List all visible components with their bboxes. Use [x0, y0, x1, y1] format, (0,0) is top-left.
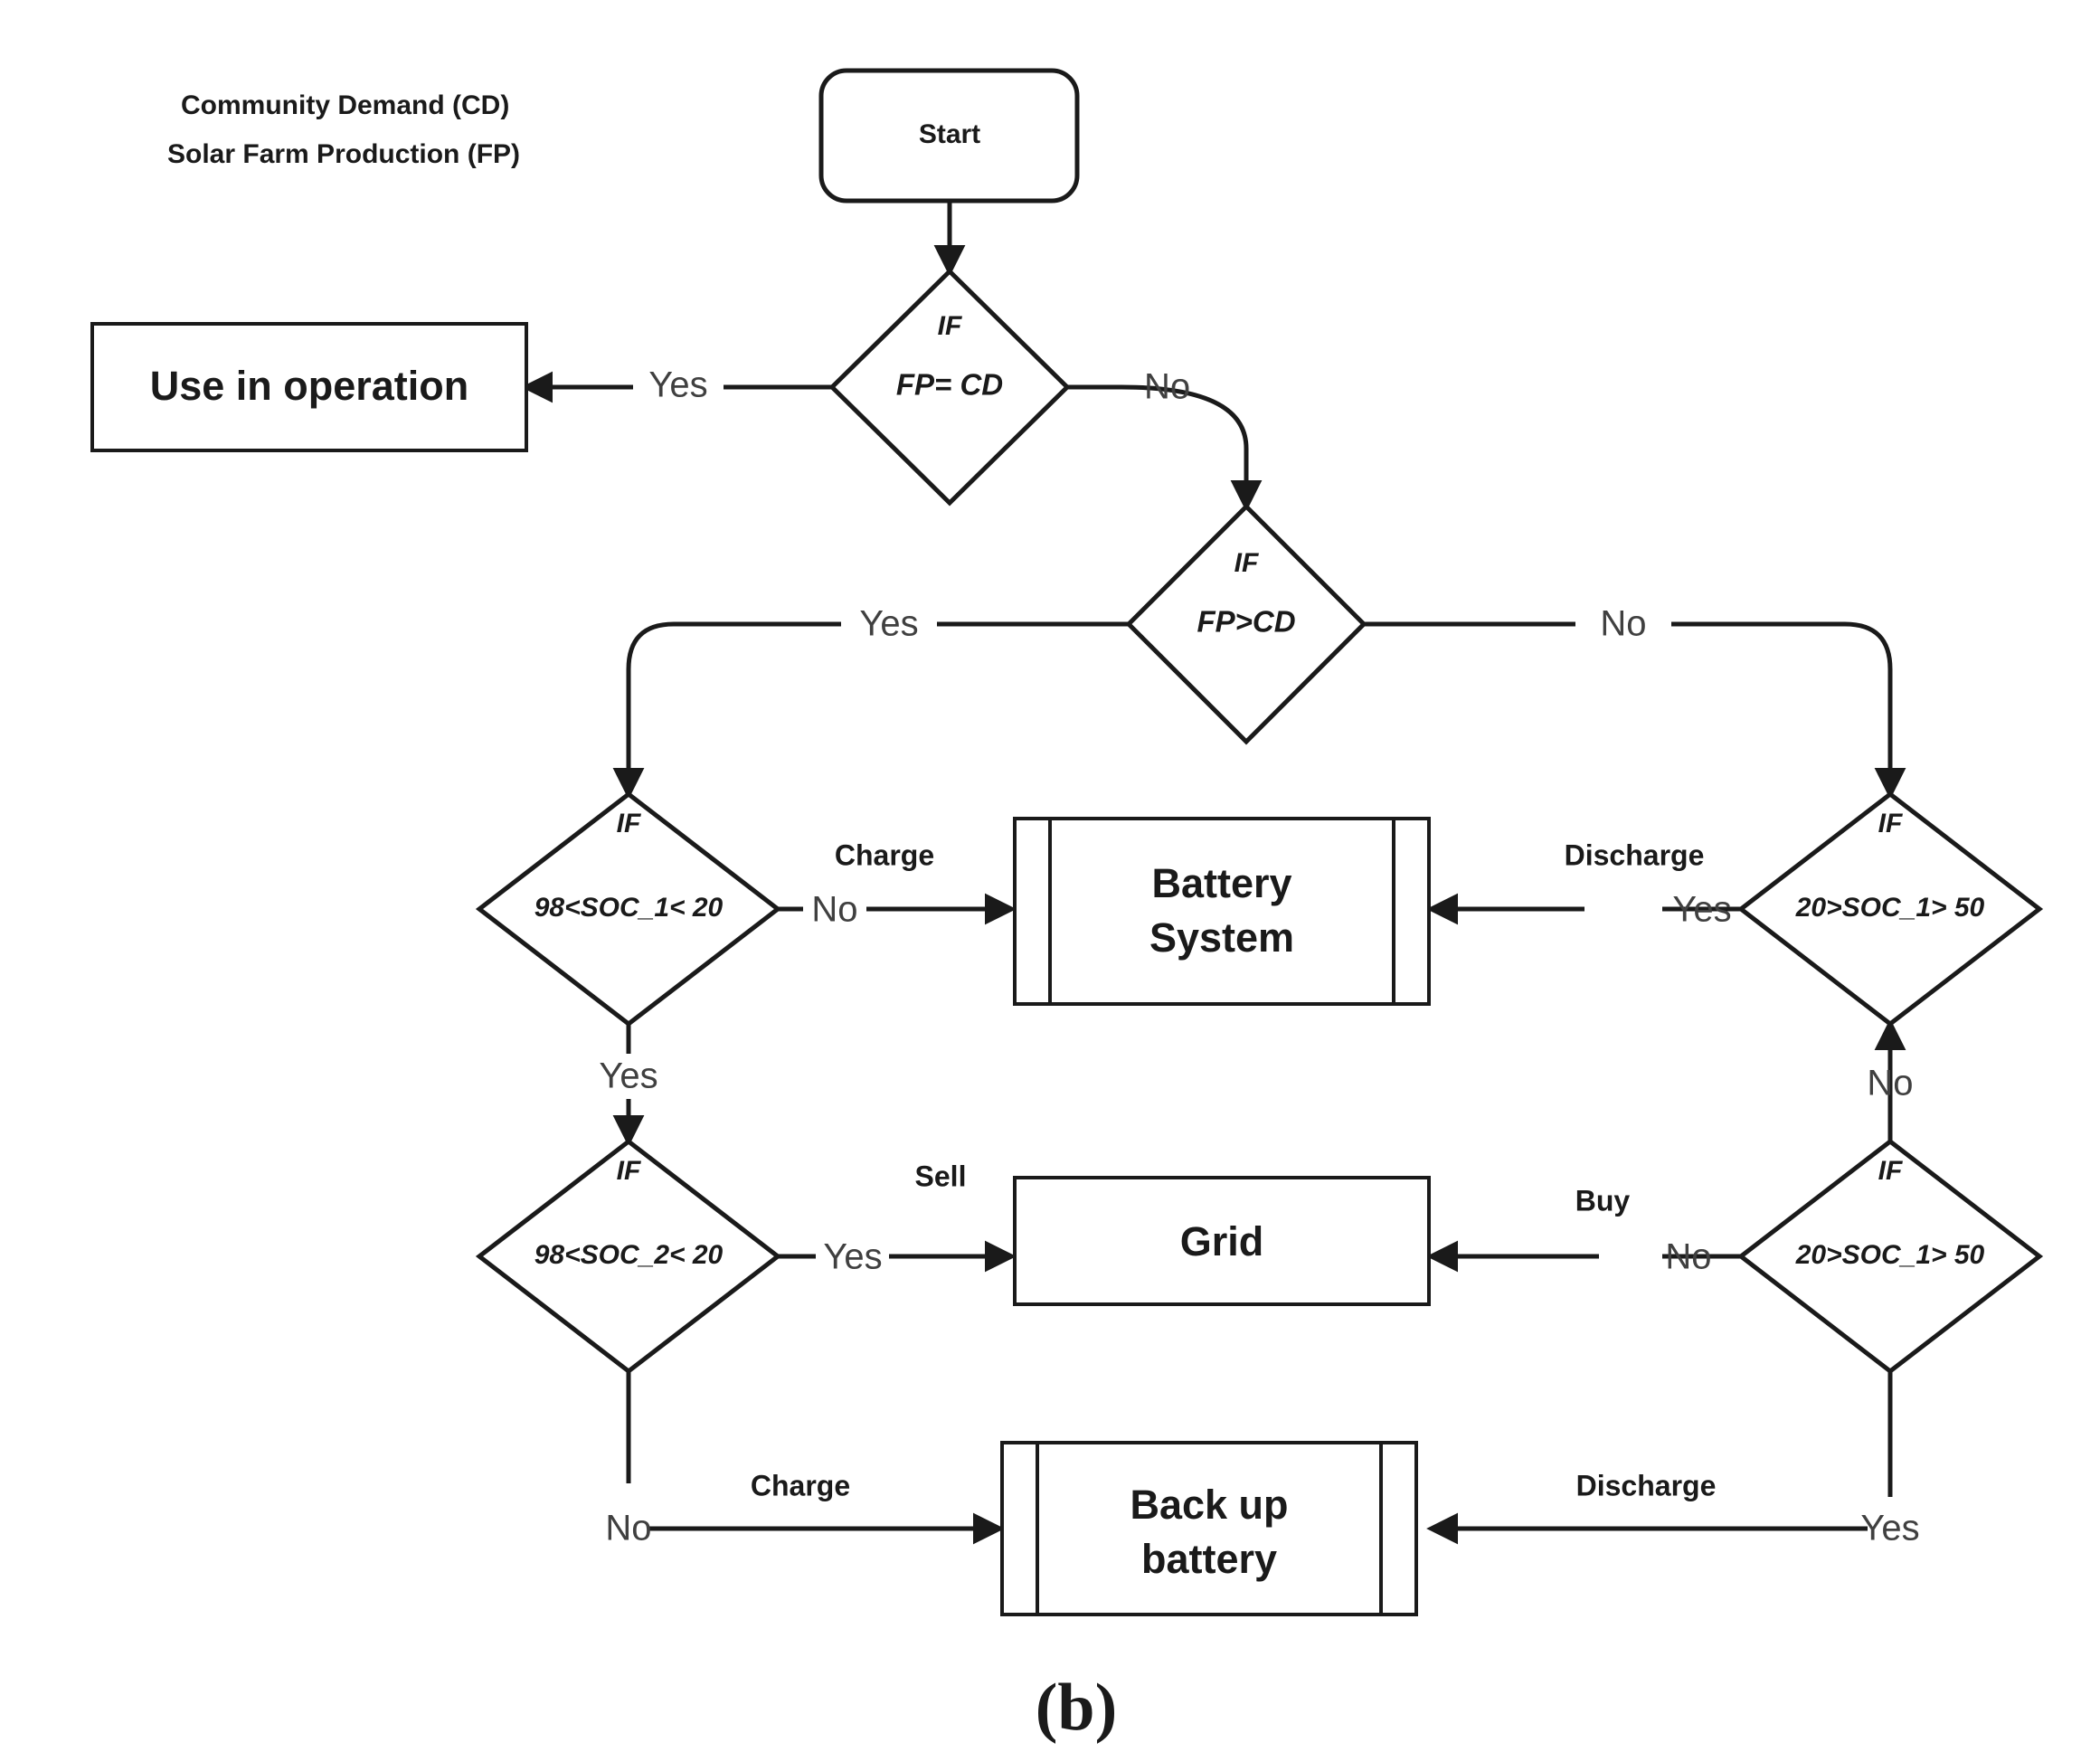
legend-line-1: Community Demand (CD): [181, 90, 509, 120]
decision-soc2-left-condition: 98<SOC_2< 20: [534, 1240, 724, 1270]
decision-soc1-right-bottom-condition: 20>SOC_1> 50: [1795, 1240, 1985, 1270]
edge-label-decision2-yes: Yes: [859, 604, 918, 644]
battery-system-label-line1: Battery: [1151, 860, 1291, 906]
decision-soc1-left-if: IF: [617, 809, 641, 838]
start-shape: [818, 68, 1080, 204]
node-backup-battery[interactable]: Back up battery: [1000, 1441, 1418, 1616]
edge-action-charge-battery: Charge: [835, 838, 934, 871]
edge-decision2-no-seg2: [1671, 621, 1906, 800]
battery-system-label-line2: System: [1149, 914, 1294, 961]
backup-battery-label-line2: battery: [1141, 1536, 1277, 1582]
use-in-operation-shape: [90, 322, 528, 452]
edge-action-discharge-battery: Discharge: [1565, 838, 1705, 871]
edge-action-discharge-backup: Discharge: [1576, 1469, 1717, 1501]
decision-soc1-right-bottom-if: IF: [1878, 1156, 1903, 1186]
node-grid[interactable]: Grid: [1013, 1176, 1431, 1306]
edge-label-soc2left-no: No: [605, 1509, 651, 1548]
decision-fp-gt-cd-shape: [1125, 503, 1367, 745]
decision-fp-eq-cd-condition: FP= CD: [896, 368, 1003, 402]
edge-label-soc1rbot-yes: Yes: [1860, 1509, 1919, 1548]
edge-label-decision1-yes: Yes: [648, 365, 707, 405]
node-decision-soc1-right-bottom[interactable]: IF 20>SOC_1> 50: [1736, 1138, 2044, 1375]
decision-soc1-right-top-condition: 20>SOC_1> 50: [1795, 893, 1985, 923]
decision-soc1-right-bottom-shape: [1736, 1138, 2044, 1375]
node-decision-fp-eq-cd[interactable]: IF FP= CD: [828, 268, 1071, 507]
edge-label-decision2-no: No: [1600, 604, 1646, 644]
edge-action-sell-grid: Sell: [915, 1160, 967, 1192]
node-battery-system[interactable]: Battery System: [1013, 817, 1431, 1006]
node-start[interactable]: Start: [818, 68, 1080, 204]
start-label: Start: [919, 119, 980, 149]
edge-decision2-yes-seg2: [612, 621, 841, 800]
edge-action-buy-grid: Buy: [1575, 1184, 1631, 1217]
node-decision-fp-gt-cd[interactable]: IF FP>CD: [1125, 503, 1367, 745]
grid-shape: [1013, 1176, 1431, 1306]
figure-caption: (b): [1036, 1671, 1117, 1745]
node-use-in-operation[interactable]: Use in operation: [90, 322, 528, 452]
use-in-operation-label: Use in operation: [150, 363, 469, 409]
edge-label-soc1rtop-yes: Yes: [1672, 890, 1731, 930]
decision-soc1-right-top-shape: [1736, 791, 2044, 1028]
edge-label-soc2left-yes: Yes: [823, 1237, 882, 1277]
decision-soc1-left-shape: [475, 791, 782, 1028]
edge-action-charge-backup: Charge: [751, 1469, 850, 1501]
decision-fp-eq-cd-shape: [828, 268, 1071, 507]
decision-soc1-right-top-if: IF: [1878, 809, 1903, 838]
node-decision-soc2-left[interactable]: IF 98<SOC_2< 20: [475, 1138, 782, 1375]
legend-line-2: Solar Farm Production (FP): [167, 139, 520, 169]
edge-label-soc1rtop-no: No: [1867, 1064, 1913, 1103]
decision-fp-eq-cd-if: IF: [938, 311, 962, 341]
edge-label-soc1left-no: No: [811, 890, 857, 930]
edge-label-decision1-no: No: [1144, 367, 1190, 407]
decision-soc2-left-shape: [475, 1138, 782, 1375]
battery-system-shape: [1013, 817, 1431, 1006]
edge-label-soc1rbot-no: No: [1665, 1237, 1711, 1277]
backup-battery-label-line1: Back up: [1130, 1482, 1288, 1528]
backup-battery-shape: [1000, 1441, 1418, 1616]
decision-soc1-left-condition: 98<SOC_1< 20: [534, 893, 724, 923]
edge-decision1-no: [1067, 384, 1263, 512]
decision-fp-gt-cd-if: IF: [1234, 548, 1259, 578]
node-decision-soc1-left[interactable]: IF 98<SOC_1< 20: [475, 791, 782, 1028]
node-decision-soc1-right-top[interactable]: IF 20>SOC_1> 50: [1736, 791, 2044, 1028]
edge-label-soc1left-yes: Yes: [599, 1056, 657, 1096]
decision-fp-gt-cd-condition: FP>CD: [1197, 605, 1295, 639]
grid-label: Grid: [1180, 1218, 1264, 1264]
decision-soc2-left-if: IF: [617, 1156, 641, 1186]
